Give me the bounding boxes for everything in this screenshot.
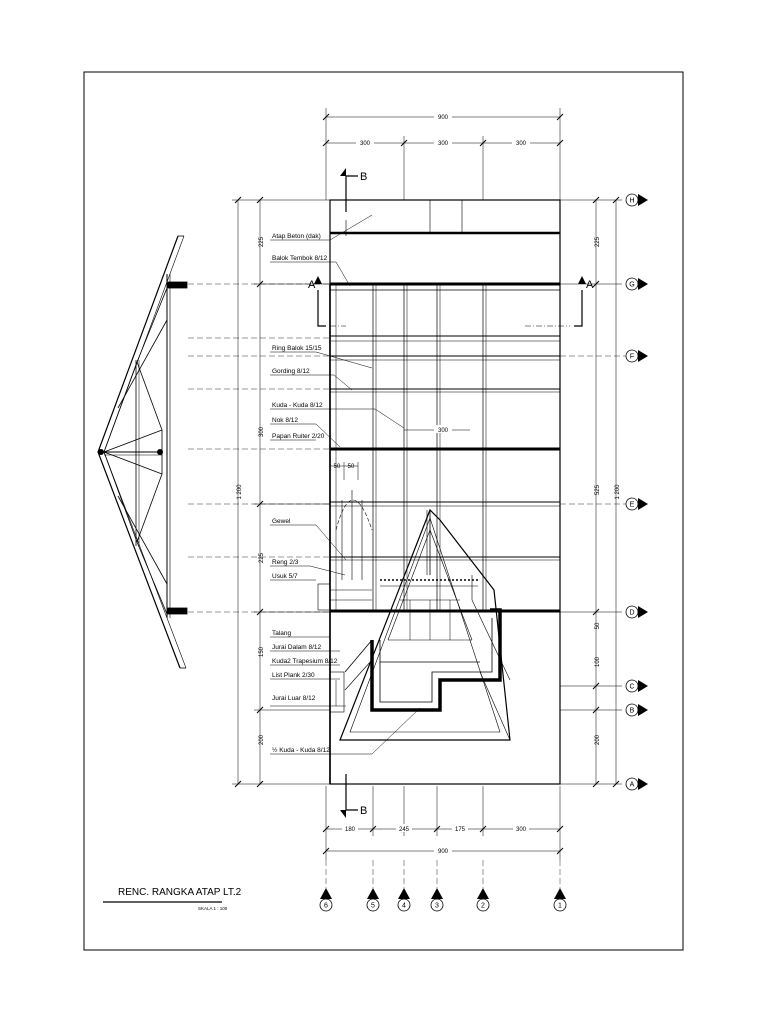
label-kuda-trapesium: Kuda2 Trapesium 8/12 (272, 658, 338, 665)
dim-bottom-total: 900 (438, 849, 449, 855)
dim-bottom-4: 300 (516, 827, 527, 833)
label-half-kuda-kuda: ½ Kuda - Kuda 8/12 (272, 746, 330, 754)
grid-label-f: F (630, 354, 634, 361)
dimension-ticks (234, 113, 620, 855)
grid-label-1: 1 (558, 903, 562, 910)
grid-label-a: A (630, 782, 635, 789)
section-marks (317, 175, 583, 811)
grid-col-arrows (320, 888, 566, 899)
section-mark-b-bottom: B (360, 805, 367, 817)
grid-label-g: G (629, 282, 634, 289)
grid-label-2: 2 (481, 903, 485, 910)
dimension-lines (232, 108, 622, 860)
label-kuda-kuda: Kuda - Kuda 8/12 (272, 402, 323, 409)
drawing-scale: SKALA 1 : 100 (198, 906, 228, 911)
dim-bottom-3: 175 (455, 827, 466, 833)
section-mark-a-left: A (308, 279, 316, 291)
section-b-top-arrow (340, 168, 346, 176)
label-papan-ruiter: Papan Ruiter 2/20 (272, 433, 325, 440)
dim-left-1: 225 (259, 236, 265, 247)
label-ring-balok: Ring Balok 15/15 (272, 345, 322, 352)
grid-label-d: D (629, 610, 634, 617)
label-gording: Gording 8/12 (272, 368, 310, 375)
truss-center-node (157, 449, 163, 455)
dim-right-1: 225 (595, 236, 601, 247)
leader-lines (270, 214, 470, 755)
dim-right-4: 100 (595, 656, 601, 667)
label-atap-beton: Atap Beton (dak) (272, 233, 321, 240)
label-nok: Nok 8/12 (272, 417, 298, 424)
dim-inner-rafter: 300 (438, 428, 449, 434)
label-jurai-dalam: Jurai Dalam 8/12 (272, 644, 322, 651)
dim-left-total: 1 200 (237, 484, 243, 500)
section-mark-b-top: B (360, 171, 367, 183)
dim-top-bay1: 300 (360, 141, 371, 147)
grid-label-c: C (629, 684, 634, 691)
grid-label-h: H (629, 198, 634, 205)
truss-elevation (97, 235, 188, 669)
label-list-plank: List Plank 2/30 (272, 672, 315, 679)
dim-inner-b: 50 (348, 464, 355, 470)
section-b-bottom-arrow (340, 810, 346, 818)
dim-bottom-2: 245 (399, 827, 410, 833)
grid-row-arrows (638, 194, 648, 790)
label-reng: Reng 2/3 (272, 559, 299, 566)
grid-label-6: 6 (324, 903, 328, 910)
dim-bottom-1: 180 (345, 827, 356, 833)
dim-right-3: 50 (595, 622, 601, 629)
dims-right: 225 525 50 100 200 1 200 (595, 236, 621, 745)
dim-top-bay3: 300 (516, 141, 527, 147)
section-a-left-arrow (314, 276, 322, 284)
section-a-right-arrow (578, 276, 586, 284)
roof-plan (317, 199, 561, 785)
grid-col-dashes (325, 860, 561, 888)
section-mark-a-right: A (586, 279, 594, 291)
label-usuk: Usuk 5/7 (272, 573, 298, 580)
label-balok-tembok: Balok Tembok 8/12 (272, 255, 328, 262)
dim-left-4: 150 (259, 646, 265, 657)
dim-left-2: 300 (259, 426, 265, 437)
label-jurai-luar: Jurai Luar 8/12 (272, 695, 316, 702)
grid-label-b: B (630, 708, 635, 715)
grid-row-dashes (560, 355, 626, 505)
grid-label-3: 3 (435, 903, 439, 910)
dims-left: 1 200 225 300 225 150 200 (237, 236, 265, 745)
sheet-border (83, 71, 684, 951)
truss-apex-node (98, 449, 104, 455)
dim-left-5: 200 (259, 734, 265, 745)
dim-left-3: 225 (259, 552, 265, 563)
dim-inner-a: 50 (334, 464, 341, 470)
grid-col-bubbles (319, 898, 567, 912)
small-dims (329, 462, 359, 496)
dim-right-total: 1 200 (615, 484, 621, 500)
drawing-title: RENC. RANGKA ATAP LT.2 (118, 887, 242, 898)
label-gewel: Gewel (272, 518, 291, 525)
grid-label-4: 4 (402, 903, 406, 910)
dim-right-2: 525 (595, 484, 601, 495)
grid-label-e: E (630, 502, 635, 509)
dim-top-total: 900 (438, 115, 449, 121)
dim-right-5: 200 (595, 734, 601, 745)
dim-top-bay2: 300 (438, 141, 449, 147)
grid-label-5: 5 (371, 903, 375, 910)
label-talang: Talang (272, 630, 292, 637)
